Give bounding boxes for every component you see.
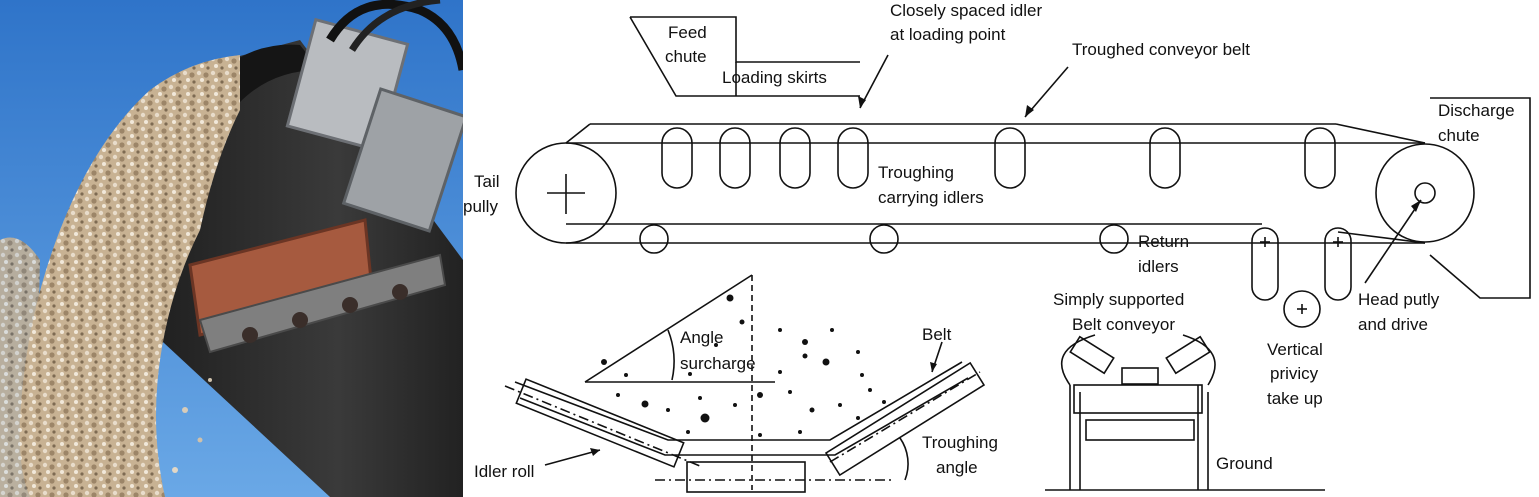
label-angle-1: Angle	[680, 328, 723, 347]
arrow-troughed-belt	[1024, 66, 1069, 118]
bolt	[292, 312, 308, 328]
troughing-angle-arc	[899, 437, 909, 481]
label-troughing-idlers-2: carrying idlers	[878, 188, 984, 207]
label-troughing-idlers-1: Troughing	[878, 163, 954, 182]
bolt	[392, 284, 408, 300]
return-idler	[639, 224, 669, 254]
label-troughing-angle-1: Troughing	[922, 433, 998, 452]
frame-top	[1073, 384, 1203, 414]
surcharge-triangle	[584, 274, 753, 383]
belt-end-line	[565, 123, 591, 144]
feed-chute	[629, 16, 860, 97]
bolt	[242, 327, 258, 343]
label-closely-spaced-2: at loading point	[890, 25, 1006, 44]
gravel-stream	[19, 55, 241, 497]
conveyor-photo	[0, 0, 463, 497]
label-vertical-2: privicy	[1270, 364, 1319, 383]
gravel-particle	[172, 467, 178, 473]
conveyor-diagram: Feed chute Loading skirts Closely spaced…	[463, 1, 1531, 493]
scraper-rail	[198, 253, 447, 354]
center-roll	[1121, 367, 1159, 385]
frame-cross-bar	[1085, 419, 1195, 441]
label-feed-chute-1: Feed	[668, 23, 707, 42]
arrowhead	[590, 448, 600, 456]
arrowhead	[930, 362, 937, 372]
label-belt: Belt	[922, 325, 952, 344]
center-idler-roll	[686, 461, 806, 493]
trough-belt-inner	[514, 361, 963, 441]
label-head-2: and drive	[1358, 315, 1428, 334]
label-vertical-1: Vertical	[1267, 340, 1323, 359]
label-angle-2: surcharge	[680, 354, 756, 373]
gravel-spray	[0, 237, 40, 497]
return-idler	[1099, 224, 1129, 254]
label-tail-1: Tail	[474, 172, 500, 191]
roll-axis	[504, 385, 701, 467]
side-frame	[341, 87, 463, 233]
belt-end-line	[1335, 123, 1426, 144]
label-feed-chute-2: chute	[665, 47, 707, 66]
gravel-particle	[182, 407, 188, 413]
label-head-1: Head putly	[1358, 290, 1440, 309]
arrowhead	[1025, 105, 1034, 117]
frame-left-post	[1069, 385, 1081, 490]
label-idler-roll: Idler roll	[474, 462, 534, 481]
label-loading-skirts: Loading skirts	[722, 68, 827, 87]
arrow-idler-roll	[544, 449, 601, 466]
head-pulley	[1375, 143, 1475, 243]
arrow-closely-spaced	[859, 54, 889, 109]
frame-right-post	[1197, 385, 1209, 490]
label-return-1: Return	[1138, 232, 1189, 251]
label-return-2: idlers	[1138, 257, 1179, 276]
label-closely-spaced-1: Closely spaced idler	[890, 1, 1042, 20]
carrying-idler	[779, 127, 811, 189]
label-ground: Ground	[1216, 454, 1273, 473]
takeup-pulley	[1283, 290, 1321, 328]
material-dots	[601, 294, 886, 437]
roll-axis	[829, 371, 981, 463]
takeup-roller	[1251, 227, 1279, 301]
carrying-idler	[661, 127, 693, 189]
label-simply-2: Belt conveyor	[1072, 315, 1175, 334]
side-idler-roll	[824, 361, 986, 477]
label-troughing-angle-2: angle	[936, 458, 978, 477]
frame-bracket	[1060, 334, 1216, 386]
takeup-roller	[1324, 227, 1352, 301]
label-vertical-3: take up	[1267, 389, 1323, 408]
arrow-head-pulley	[1364, 199, 1422, 284]
return-idler	[869, 224, 899, 254]
arrowhead	[1411, 200, 1421, 212]
head-pulley-hub	[1414, 182, 1436, 204]
trough-belt	[519, 377, 969, 456]
label-discharge-1: Discharge	[1438, 101, 1515, 120]
label-simply-1: Simply supported	[1053, 290, 1184, 309]
carrying-idler	[1149, 127, 1181, 189]
gravel-particle	[208, 378, 212, 382]
label-tail-2: pully	[463, 197, 498, 216]
arrowhead	[858, 96, 866, 108]
carrying-idler	[1304, 127, 1336, 189]
bolt	[342, 297, 358, 313]
carrying-idler	[719, 127, 751, 189]
label-discharge-2: chute	[1438, 126, 1480, 145]
surcharge-arc	[667, 329, 675, 381]
gravel-particle	[197, 437, 203, 443]
belt-bottom-to-takeup	[566, 223, 1426, 244]
right-wing-roll	[1165, 335, 1211, 375]
carrying-idler	[837, 127, 869, 189]
discharge-chute	[1429, 97, 1531, 299]
hydraulic-hose	[349, 0, 441, 52]
side-idler-roll	[515, 378, 685, 468]
hydraulic-hose	[326, 0, 463, 71]
carrying-idler	[994, 127, 1026, 189]
label-troughed-belt: Troughed conveyor belt	[1072, 40, 1250, 59]
